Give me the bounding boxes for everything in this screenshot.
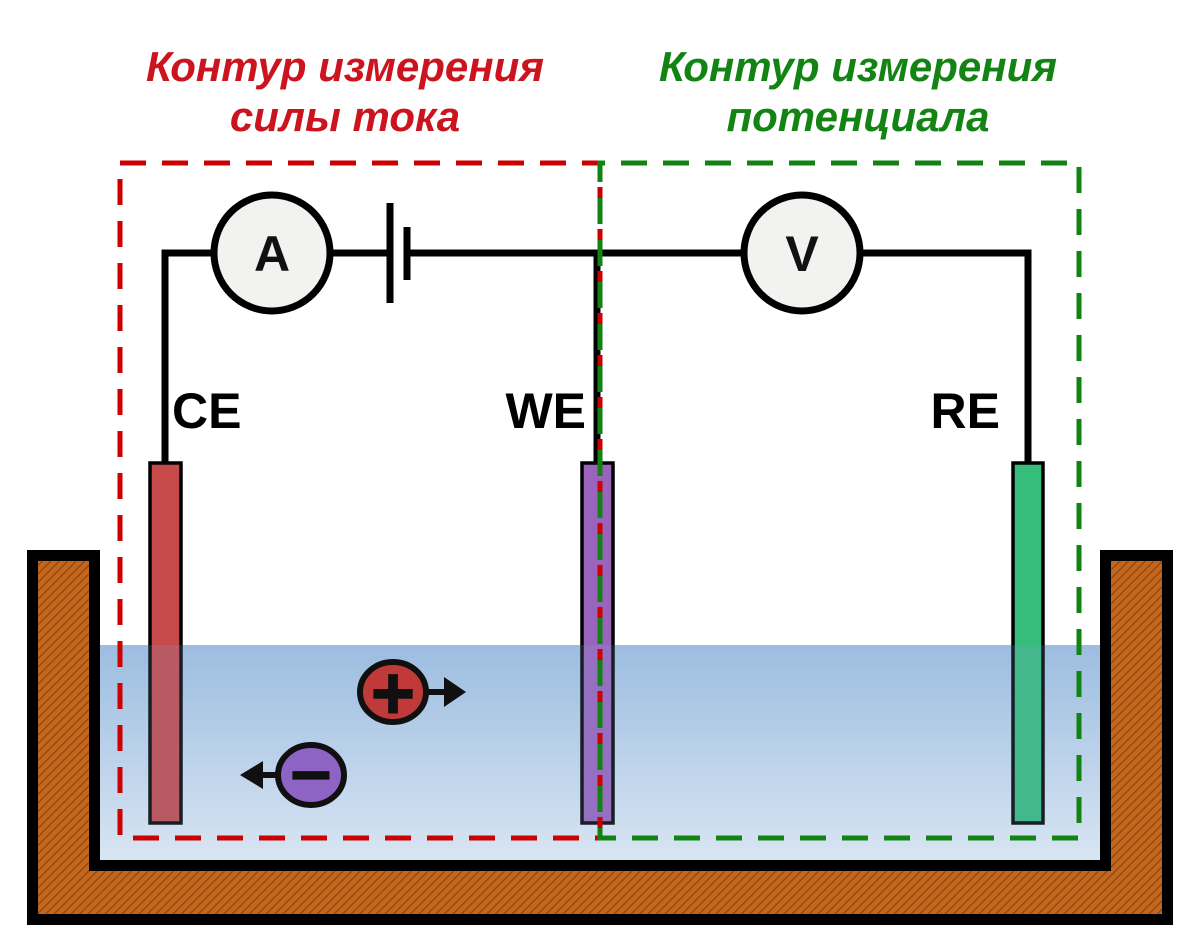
reference-electrode-label: RE (931, 383, 1000, 439)
negative-ion-body (275, 742, 347, 808)
positive-ion-arrow (444, 677, 466, 707)
current-loop-title: Контур измерения силы тока (146, 43, 544, 140)
wire-ce-to-ammeter (161, 249, 214, 480)
potential-loop-title-line2: потенциала (727, 93, 990, 140)
working-electrode-label: WE (505, 383, 586, 439)
counter-electrode-label: CE (172, 383, 241, 439)
voltmeter-label: V (785, 226, 819, 282)
reference-electrode (1011, 461, 1045, 825)
ammeter: A (210, 191, 334, 315)
negative-ion-arrow (240, 761, 263, 789)
battery-symbol (386, 203, 411, 303)
potential-loop-title-line1: Контур измерения (659, 43, 1057, 90)
positive-ion-sign: + (369, 658, 418, 726)
counter-electrode (148, 461, 183, 825)
potential-loop-title: Контур измерения потенциала (659, 43, 1057, 140)
positive-ion: + (357, 657, 466, 728)
vessel-hatch-fill (38, 561, 1162, 914)
ammeter-body (210, 191, 334, 315)
vessel (27, 550, 1173, 925)
negative-ion: − (240, 741, 347, 808)
current-loop-title-line1: Контур измерения (146, 43, 544, 90)
current-loop-title-line2: силы тока (230, 93, 460, 140)
potential-loop-boundary (597, 160, 1082, 841)
voltmeter-body (740, 191, 864, 315)
negative-ion-sign: − (288, 742, 335, 807)
voltmeter: V (740, 191, 864, 315)
circuit-wiring (161, 249, 1032, 480)
ammeter-label: A (254, 226, 290, 282)
wire-voltmeter-to-re (860, 249, 1032, 480)
positive-ion-body (357, 659, 429, 725)
